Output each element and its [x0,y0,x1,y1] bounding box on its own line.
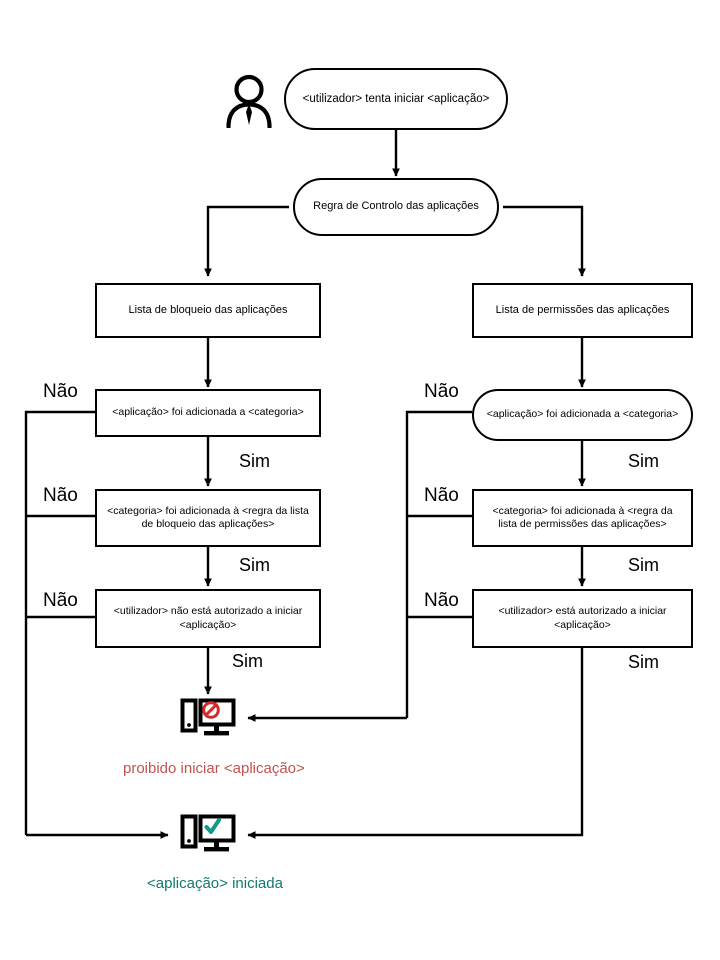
node-left-category-label: <aplicação> foi adicionada a <categoria> [112,406,304,419]
user-person-icon [222,72,276,130]
edge-rule-to-right-list [503,205,586,277]
node-start[interactable]: <utilizador> tenta iniciar <aplicação> [284,68,508,130]
label-left-user-nao: Não [43,590,78,611]
node-left-user-label: <utilizador> não está autorizado a inici… [113,605,303,631]
denied-caption: proibido iniciar <aplicação> [123,760,305,777]
node-right-list-label: Lista de permissões das aplicações [495,303,670,316]
node-right-category[interactable]: <aplicação> foi adicionada a <categoria> [472,389,693,441]
edge-right-user-sim-to-allowed [247,648,584,839]
node-start-label: <utilizador> tenta iniciar <aplicação> [302,92,490,105]
label-right-user-sim: Sim [628,652,659,672]
label-right-category-nao: Não [424,381,459,402]
node-left-user[interactable]: <utilizador> não está autorizado a inici… [95,589,321,648]
node-left-rule-label: <categoria> foi adicionada à <regra da l… [107,504,309,530]
label-left-category-sim: Sim [239,451,270,471]
node-left-category[interactable]: <aplicação> foi adicionada a <categoria> [95,389,321,437]
computer-check-icon [180,814,236,856]
node-right-list[interactable]: Lista de permissões das aplicações [472,283,693,338]
label-right-user-nao: Não [424,590,459,611]
node-right-category-label: <aplicação> foi adicionada a <categoria> [486,408,679,421]
node-rule-label: Regra de Controlo das aplicações [313,200,479,213]
node-right-rule[interactable]: <categoria> foi adicionada à <regra da l… [472,489,693,547]
label-left-rule-sim: Sim [239,555,270,575]
label-left-rule-nao: Não [43,485,78,506]
node-right-user-label: <utilizador> está autorizado a iniciar <… [498,605,667,631]
node-rule[interactable]: Regra de Controlo das aplicações [293,178,499,236]
node-left-rule[interactable]: <categoria> foi adicionada à <regra da l… [95,489,321,547]
label-right-rule-sim: Sim [628,555,659,575]
allowed-caption: <aplicação> iniciada [147,875,283,892]
node-left-list-label: Lista de bloqueio das aplicações [128,303,288,316]
node-left-list[interactable]: Lista de bloqueio das aplicações [95,283,321,338]
computer-blocked-icon [180,698,236,740]
label-left-user-sim: Sim [232,651,263,671]
node-right-user[interactable]: <utilizador> está autorizado a iniciar <… [472,589,693,648]
node-right-rule-label: <categoria> foi adicionada à <regra da l… [492,504,673,530]
label-left-category-nao: Não [43,381,78,402]
edge-right-category-nao [405,410,472,718]
edge-rule-to-left-list [204,205,289,277]
label-right-category-sim: Sim [628,451,659,471]
edge-left-category-nao [24,410,95,835]
label-right-rule-nao: Não [424,485,459,506]
